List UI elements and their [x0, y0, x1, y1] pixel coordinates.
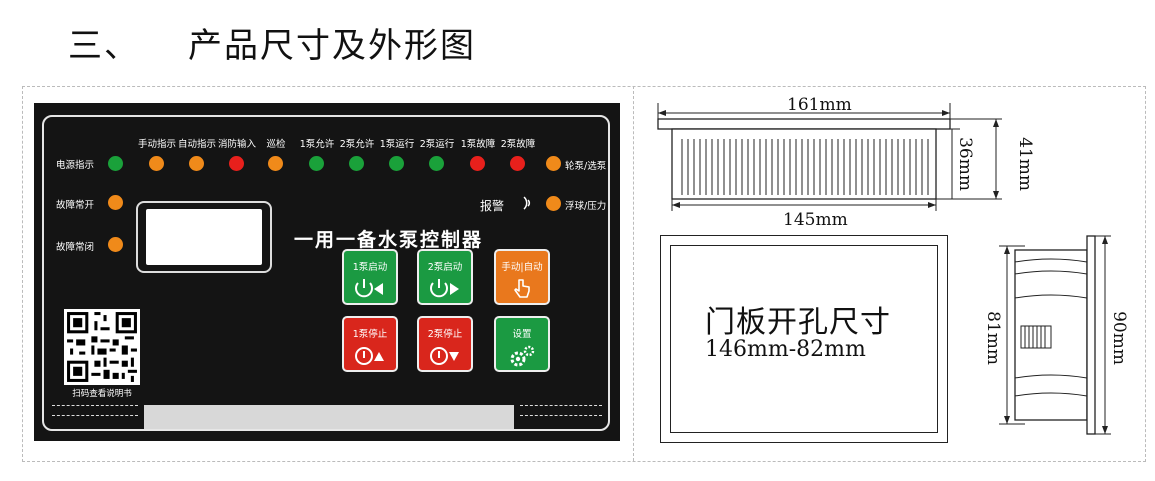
pump2-start-label: 2泵启动 — [427, 262, 463, 273]
gear-icon — [510, 345, 535, 367]
power-right-icon — [430, 279, 459, 298]
buzzer-icon — [523, 196, 531, 210]
dim-body-depth: 36mm — [954, 137, 975, 191]
label-inspection: 巡检 — [266, 139, 286, 150]
label-fault-closed: 故障常闭 — [56, 242, 95, 253]
manual-auto-button[interactable]: 手动|自动 — [494, 249, 550, 305]
controller-panel: 电源指示 故障常开 故障常闭 手动指示 自动指示 消防输入 巡检 1泵允许 2泵… — [34, 103, 620, 441]
led-fault-closed — [108, 237, 123, 252]
pump2-stop-label: 2泵停止 — [427, 329, 463, 340]
stop-down-icon — [430, 347, 459, 365]
manual-auto-label: 手动|自动 — [501, 262, 543, 273]
dim-side-inner: 81mm — [982, 311, 1003, 365]
divider — [520, 405, 602, 406]
figure-divider — [633, 86, 634, 461]
section-title: 产品尺寸及外形图 — [188, 26, 476, 66]
side-view-drawing — [999, 235, 1111, 435]
led-pump1-fault — [470, 156, 485, 171]
label-fault-open: 故障常开 — [56, 200, 95, 211]
stop-up-icon — [355, 347, 384, 365]
cutout-inner-border — [670, 245, 938, 433]
label-rotate-select: 轮泵/选泵 — [565, 161, 607, 172]
led-fire-input — [229, 156, 244, 171]
pump2-stop-button[interactable]: 2泵停止 — [417, 316, 473, 372]
qr-code-icon — [64, 309, 140, 385]
dim-side-outer: 90mm — [1108, 311, 1129, 365]
label-float-pressure: 浮球/压力 — [565, 201, 607, 212]
label-pump1-fault: 1泵故障 — [460, 139, 496, 150]
led-manual — [149, 156, 164, 171]
qr-caption: 扫码查看说明书 — [72, 389, 132, 399]
led-inspection — [268, 156, 283, 171]
led-power — [108, 156, 123, 171]
cutout-size: 146mm-82mm — [705, 337, 866, 362]
label-strip — [144, 405, 514, 429]
led-auto — [189, 156, 204, 171]
label-fire-input: 消防输入 — [217, 139, 257, 150]
dim-body-width: 145mm — [783, 210, 848, 230]
pump1-stop-label: 1泵停止 — [352, 329, 388, 340]
label-pump2-fault: 2泵故障 — [500, 139, 536, 150]
lcd-display — [136, 201, 272, 273]
cutout-title: 门板开孔尺寸 — [705, 305, 891, 340]
label-auto: 自动指示 — [177, 139, 217, 150]
label-power: 电源指示 — [56, 160, 95, 171]
label-pump2-run: 2泵运行 — [419, 139, 455, 150]
divider — [520, 415, 602, 416]
top-view-drawing — [657, 103, 1002, 211]
led-fault-open — [108, 195, 123, 210]
label-pump2-allow: 2泵允许 — [339, 139, 375, 150]
door-cutout-drawing: 门板开孔尺寸 146mm-82mm — [660, 235, 948, 443]
figure-frame — [22, 86, 1146, 462]
controller-title: 一用一备水泵控制器 — [294, 229, 484, 251]
hand-pointer-icon — [514, 279, 530, 298]
settings-label: 设置 — [512, 329, 532, 340]
led-float-pressure — [546, 196, 561, 211]
label-pump1-allow: 1泵允许 — [299, 139, 335, 150]
label-pump1-run: 1泵运行 — [379, 139, 415, 150]
power-left-icon — [355, 279, 383, 298]
alarm-label: 报警 — [480, 199, 505, 213]
led-pump1-run — [389, 156, 404, 171]
pump1-start-label: 1泵启动 — [352, 262, 388, 273]
label-manual: 手动指示 — [137, 139, 177, 150]
pump1-stop-button[interactable]: 1泵停止 — [342, 316, 398, 372]
section-heading: 三、 产品尺寸及外形图 — [68, 18, 476, 67]
pump2-start-button[interactable]: 2泵启动 — [417, 249, 473, 305]
led-rotate-select — [546, 156, 561, 171]
settings-button[interactable]: 设置 — [494, 316, 550, 372]
led-pump2-allow — [349, 156, 364, 171]
pump1-start-button[interactable]: 1泵启动 — [342, 249, 398, 305]
dim-top-width: 161mm — [787, 95, 852, 115]
led-pump1-allow — [309, 156, 324, 171]
divider — [52, 415, 138, 416]
section-number: 三、 — [68, 26, 140, 66]
panel-border: 电源指示 故障常开 故障常闭 手动指示 自动指示 消防输入 巡检 1泵允许 2泵… — [42, 115, 610, 431]
dim-total-depth: 41mm — [1014, 137, 1035, 191]
led-pump2-run — [429, 156, 444, 171]
led-pump2-fault — [510, 156, 525, 171]
divider — [52, 405, 138, 406]
